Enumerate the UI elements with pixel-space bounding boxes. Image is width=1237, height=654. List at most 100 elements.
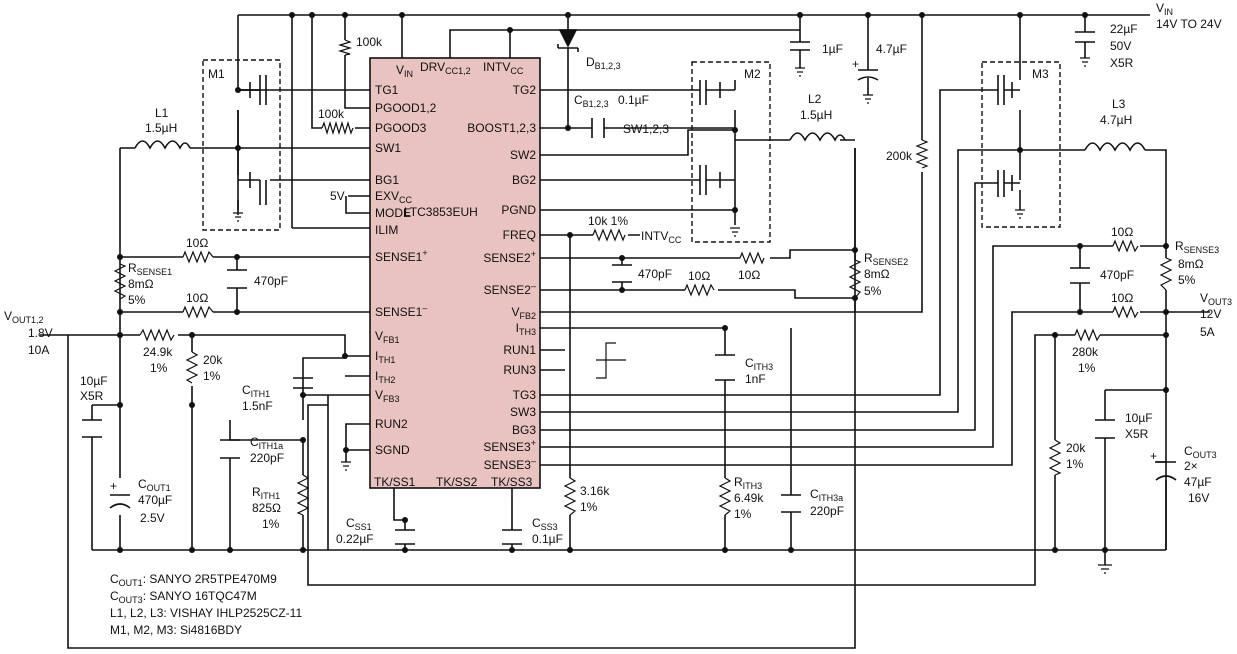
mosfet-m3: M3: [981, 61, 1061, 228]
vout3-label: VOUT3: [1200, 291, 1232, 307]
chip-name: LTC3853EUH: [404, 205, 478, 219]
cith3-label: CITH3: [745, 356, 773, 372]
r316k-label: 3.16k: [580, 484, 610, 498]
cith3a-value: 220pF: [810, 504, 844, 518]
rsense1-value: 8mΩ: [128, 277, 154, 291]
pin-right-2: SW2: [510, 148, 536, 162]
r280k-label: 280k: [1072, 345, 1099, 359]
cb-value: 0.1µF: [618, 93, 649, 107]
r100k-a: 100k: [356, 35, 383, 49]
r10-s3b: 10Ω: [1111, 291, 1133, 305]
pin-right-13: SW3: [510, 405, 536, 419]
pin-left-9: SENSE1–: [375, 303, 427, 319]
r10-s1a: 10Ω: [186, 236, 208, 250]
inductor-l1: L1 1.5µH: [134, 106, 191, 150]
rsense3-value: 8mΩ: [1178, 257, 1204, 271]
pin-right-4: PGND: [501, 203, 536, 217]
cith1-value: 1.5nF: [242, 399, 273, 413]
css1-label: CSS1: [346, 516, 372, 532]
vout12-label: VOUT1,2: [4, 309, 44, 325]
cout3-count: 2×: [1184, 459, 1198, 473]
pin-left-13: VFB3: [375, 388, 400, 404]
rith3-value: 6.49k: [734, 491, 764, 505]
l3-label: L3: [1112, 97, 1126, 111]
cin-value: 22µF: [1110, 22, 1138, 36]
vout12-voltage: 1.8V: [28, 326, 53, 340]
l2-label: L2: [808, 92, 822, 106]
mosfet-m2: M2: [691, 61, 771, 243]
c10uf-b-type: X5R: [1125, 427, 1149, 441]
vin-range: 14V TO 24V: [1156, 17, 1222, 31]
c470pf-1: 470pF: [254, 274, 288, 288]
junction-dots: [117, 12, 1169, 553]
cout1-label: COUT1: [138, 477, 171, 493]
cout1-value: 470µF: [138, 493, 172, 507]
pin-right-7: SENSE2–: [484, 281, 536, 297]
r20k-a: 20k: [203, 353, 223, 367]
resistors: [113, 39, 1173, 516]
diode-label: DB1,2,3: [586, 55, 621, 71]
sw123-label: SW1,2,3: [623, 122, 669, 136]
cin-dielectric: X5R: [1110, 56, 1134, 70]
pin-right-3: BG2: [512, 173, 536, 187]
c470pf-2: 470pF: [638, 267, 672, 281]
vin-label: VIN: [1156, 1, 1173, 17]
c47uf-label: 4.7µF: [876, 42, 907, 56]
c10uf-a: 10µF: [80, 374, 108, 388]
pin-right-11: RUN3: [503, 363, 536, 377]
r10-s3a: 10Ω: [1111, 225, 1133, 239]
cin-voltage: 50V: [1110, 39, 1131, 53]
cout3-voltage: 16V: [1188, 491, 1209, 505]
r100k-b: 100k: [318, 107, 345, 121]
rsense1-tol: 5%: [128, 293, 146, 307]
r280k-tol: 1%: [1078, 361, 1096, 375]
chip-right-pins: TG2BOOST1,2,3SW2BG2PGNDFREQSENSE2+SENSE2…: [467, 83, 536, 472]
pin-tkss3: TK/SS3: [491, 475, 533, 489]
pin-left-8: SENSE1+: [375, 248, 428, 264]
pin-right-8: VFB2: [511, 305, 536, 321]
rsense3-tol: 5%: [1178, 273, 1196, 287]
l2-value: 1.5µH: [800, 108, 832, 122]
schottky-diode: DB1,2,3: [557, 29, 621, 71]
wires: [40, 14, 1210, 649]
l1-value: 1.5µH: [145, 121, 177, 135]
pin-left-12: ITH2: [375, 369, 395, 385]
pin-left-4: BG1: [375, 173, 399, 187]
rith3-label: RITH3: [734, 475, 762, 491]
rsense3-label: RSENSE3: [1175, 239, 1219, 255]
r249k-tol: 1%: [150, 361, 168, 375]
vout3-current: 5A: [1200, 325, 1215, 339]
pin-right-6: SENSE2+: [483, 249, 536, 265]
rith1-value: 825Ω: [252, 501, 281, 515]
cout3-value: 47µF: [1184, 475, 1212, 489]
inductor-l3: L3 4.7µH: [1084, 97, 1146, 152]
pin-left-7: ILIM: [375, 223, 398, 237]
pin-left-0: TG1: [375, 83, 399, 97]
c1uf-label: 1µF: [822, 42, 843, 56]
m1-label: M1: [208, 67, 225, 81]
pin-drvcc: DRVCC1,2: [420, 60, 471, 76]
pin-left-2: PGOOD3: [375, 121, 427, 135]
r10-s1b: 10Ω: [186, 291, 208, 305]
cout3-plus: +: [1150, 449, 1157, 463]
r20k-b-tol: 1%: [1066, 457, 1084, 471]
r200k-label: 200k: [886, 149, 913, 163]
cith1a-value: 220pF: [250, 451, 284, 465]
note-cout3: COUT3: SANYO 16TQC47M: [110, 589, 257, 605]
mosfet-m1: M1: [202, 59, 281, 231]
r20k-a-tol: 1%: [203, 369, 221, 383]
pin-left-3: SW1: [375, 141, 401, 155]
cb-label: CB1,2,3: [574, 93, 609, 109]
css3-value: 0.1µF: [532, 532, 563, 546]
vout12-current: 10A: [28, 343, 49, 357]
cout1-voltage: 2.5V: [140, 511, 165, 525]
rsense2-tol: 5%: [864, 284, 882, 298]
r10-s2a: 10Ω: [738, 268, 760, 282]
cout3-label: COUT3: [1184, 444, 1217, 460]
rsense2-value: 8mΩ: [864, 267, 890, 281]
cith1a-label: CITH1a: [250, 435, 283, 451]
m3-label: M3: [1032, 67, 1049, 81]
pin-right-0: TG2: [513, 83, 537, 97]
